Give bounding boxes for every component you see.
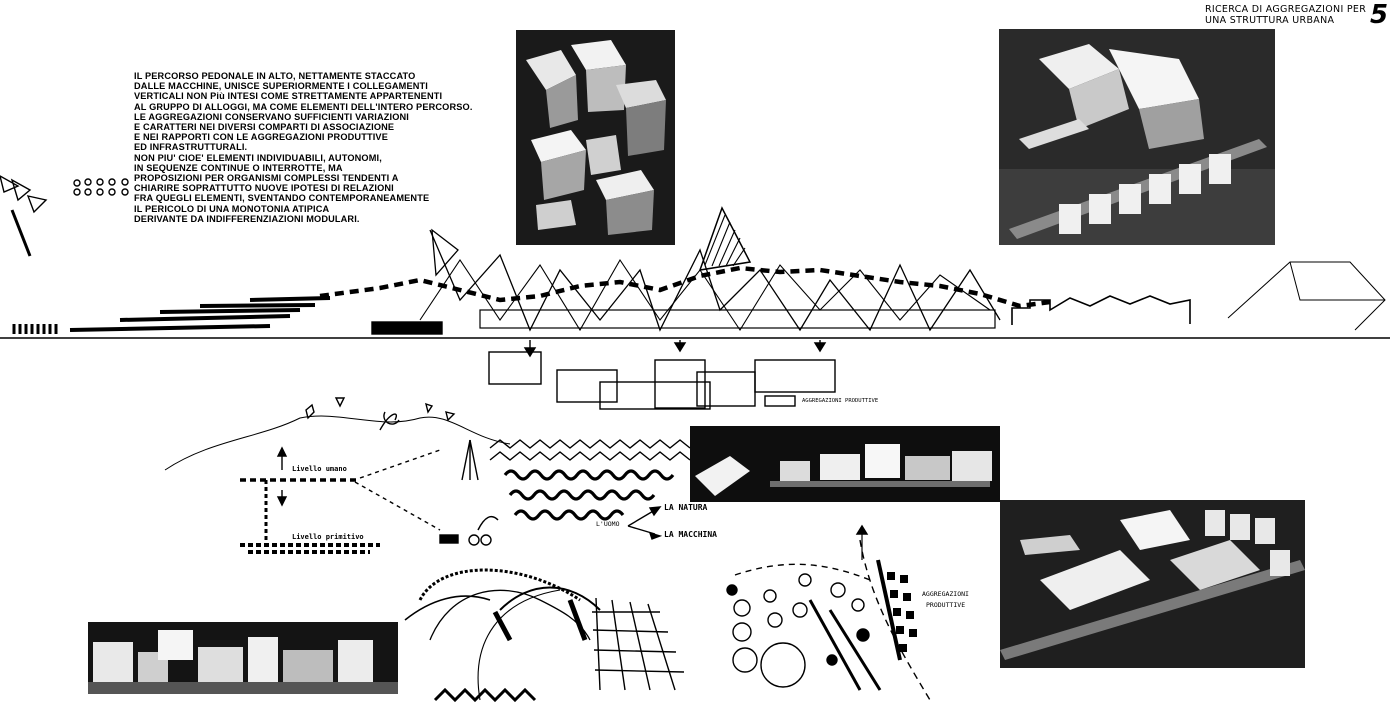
intro-line: AL GRUPPO DI ALLOGGI, MA COME ELEMENTI D… <box>134 101 473 112</box>
label-macchina: LA MACCHINA <box>664 530 717 539</box>
intro-text: IL PERCORSO PEDONALE IN ALTO, NETTAMENTE… <box>134 71 514 224</box>
intro-line: DALLE MACCHINE, UNISCE SUPERIORMENTE I C… <box>134 81 429 92</box>
header-title-line2: UNA STRUTTURA URBANA <box>1205 15 1335 26</box>
intro-line: E NEI RAPPORTI CON LE AGGREGAZIONI PRODU… <box>134 132 388 143</box>
model-photo-middle-panorama <box>690 426 1000 502</box>
intro-line: NON PIU' CIOE' ELEMENTI INDIVIDUABILI, A… <box>134 152 382 163</box>
intro-line: LE AGGREGAZIONI CONSERVANO SUFFICIENTI V… <box>134 111 409 122</box>
intro-line: IN SEQUENZE CONTINUE O INTERROTTE, MA <box>134 162 343 173</box>
label-livello-primitivo: Livello primitivo <box>292 533 364 541</box>
intro-line: IL PERCORSO PEDONALE IN ALTO, NETTAMENTE… <box>134 71 416 81</box>
model-photo-top-center <box>516 30 675 245</box>
intro-line: PROPOSIZIONI PER ORGANISMI COMPLESSI TEN… <box>134 173 399 184</box>
model-photo-bottom-left <box>88 622 398 694</box>
label-livello-umano: Livello umano <box>292 465 347 473</box>
label-uomo: L'UOMO <box>596 520 620 528</box>
intro-line: E CARATTERI NEI DIVERSI COMPARTI DI ASSO… <box>134 122 395 133</box>
intro-line: IL PERICOLO DI UNA MONOTONIA ATIPICA <box>134 203 330 214</box>
model-photo-top-right <box>999 29 1275 245</box>
header-title-line1: RICERCA DI AGGREGAZIONI PER <box>1205 4 1367 15</box>
label-aggregazioni-2: AGGREGAZIONI <box>922 590 969 598</box>
intro-line: CHIARIRE SOPRATTUTTO NUOVE IPOTESI DI RE… <box>134 183 394 194</box>
page-header: RICERCA DI AGGREGAZIONI PER UNA STRUTTUR… <box>1205 4 1367 26</box>
model-photo-right <box>1000 500 1305 668</box>
intro-line: ED INFRASTRUTTURALI. <box>134 142 248 153</box>
intro-line: DERIVANTE DA INDIFFERENZIAZIONI MODULARI… <box>134 213 360 224</box>
page-number: 5 <box>1370 0 1389 30</box>
intro-line: VERTICALI NON Più INTESI COME STRETTAMEN… <box>134 91 443 102</box>
label-aggregazioni-produttive: AGGREGAZIONI PRODUTTIVE <box>802 398 879 404</box>
label-natura: LA NATURA <box>664 503 708 512</box>
label-produttive-2: PRODUTTIVE <box>926 601 966 609</box>
intro-line: FRA QUEGLI ELEMENTI, SVENTANDO CONTEMPOR… <box>134 193 430 204</box>
